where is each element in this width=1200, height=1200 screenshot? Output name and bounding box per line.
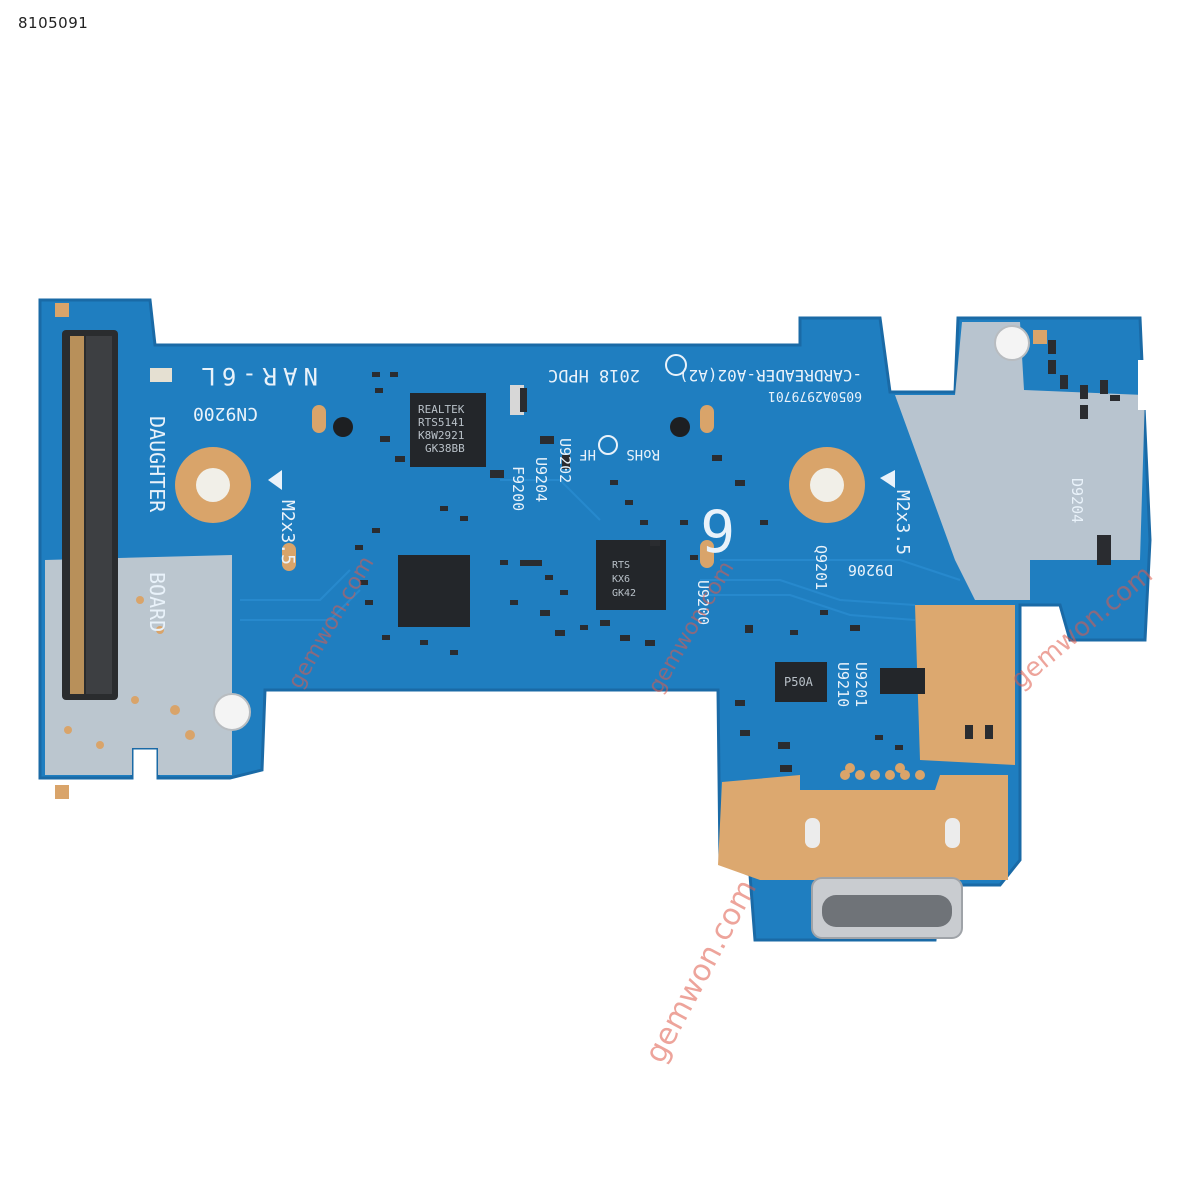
right-shield-strip [895, 322, 1145, 600]
label-q9201: Q9201 [812, 545, 830, 590]
label-p50: P50A [784, 675, 814, 689]
chip-realtek-line4: GK38BB [425, 442, 465, 455]
test-pads [64, 596, 925, 780]
mount-hole-left [213, 693, 251, 731]
label-hf: HF [579, 446, 596, 462]
label-u9202: U9202 [556, 438, 574, 483]
usbc-gold-pad [718, 775, 1008, 880]
label-m2-right: M2x3.5 [892, 490, 913, 555]
label-nar: NAR-6L [195, 362, 318, 390]
label-u9204: U9204 [532, 457, 550, 502]
product-code: 8105091 [18, 14, 89, 32]
label-daughter: DAUGHTER [145, 416, 169, 513]
label-rohs: RoHS [626, 446, 660, 462]
label-serial: 6050A2979701 [768, 388, 862, 403]
label-six: 6 [700, 496, 735, 564]
top-right-notch [1138, 360, 1158, 410]
pcb-traces [240, 479, 961, 621]
label-cn9200: CN9200 [193, 403, 258, 424]
ic-realtek [410, 393, 486, 467]
label-u9201: U9201 [852, 662, 870, 707]
chip-b-line3: GK42 [612, 588, 636, 599]
chip-realtek-line3: K8W2921 [418, 429, 464, 442]
chip-b-line1: RTS [612, 560, 630, 571]
label-u9200: U9200 [694, 580, 712, 625]
label-d9206: D9206 [848, 561, 893, 579]
watermark-bottom: gemwon.com [638, 874, 764, 1069]
ic-u9210 [880, 668, 925, 694]
label-board: BOARD [145, 572, 169, 632]
label-cardreader: -CARDREADER-A02(A2) [679, 366, 862, 385]
chip-realtek-line2: RTS5141 [418, 416, 464, 429]
ic-left-qfn [398, 555, 470, 627]
ic-u9201 [775, 662, 827, 702]
mount-hole-top-right [994, 325, 1030, 361]
label-m2-left: M2x3.5 [277, 500, 298, 565]
label-d9204: D9204 [1068, 478, 1086, 523]
smd-components [150, 340, 1120, 772]
ic-u9200 [596, 540, 666, 610]
label-f9200: F9200 [509, 466, 527, 511]
pcb-body [38, 298, 1152, 942]
label-u9210: U9210 [834, 662, 852, 707]
chip-realtek-line1: REALTEK [418, 403, 465, 416]
label-copyright: 2018 HPDC [548, 365, 640, 385]
chip-b-line2: KX6 [612, 574, 630, 585]
